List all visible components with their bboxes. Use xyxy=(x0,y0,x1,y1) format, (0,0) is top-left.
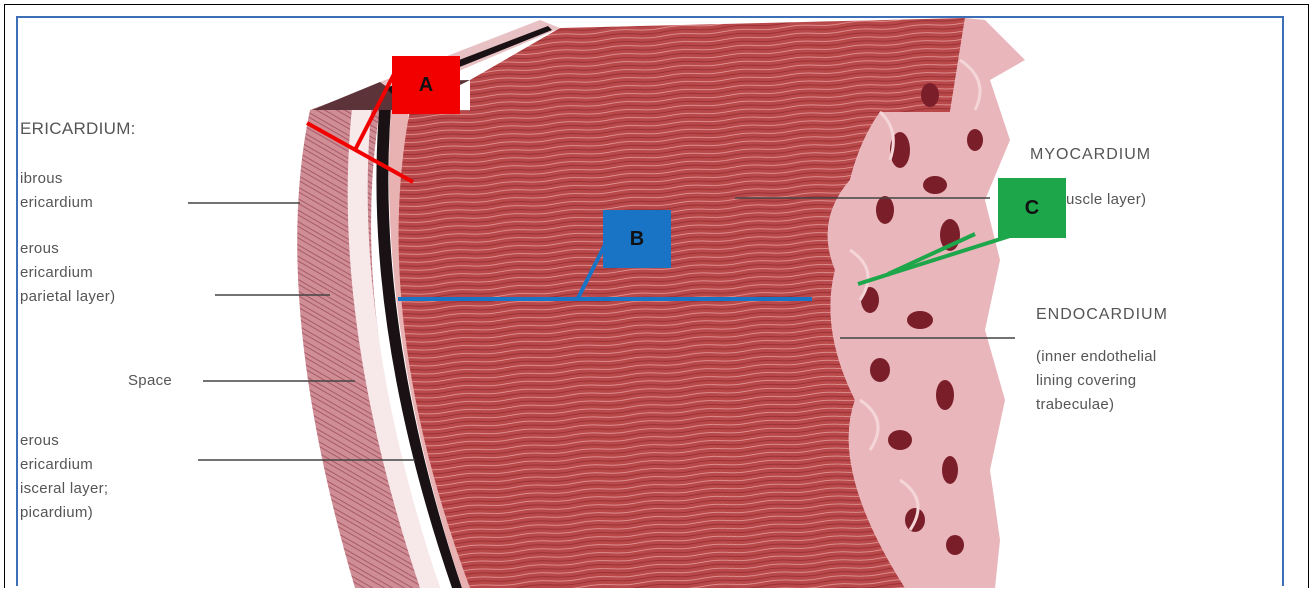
marker-c: C xyxy=(998,178,1066,238)
label-serous-parietal-line1: erous xyxy=(20,236,59,261)
label-serous-visceral-line3: isceral layer; xyxy=(20,476,108,501)
label-endocardium-sub-line1: (inner endothelial xyxy=(1036,344,1156,369)
label-serous-visceral-line4: picardium) xyxy=(20,500,93,525)
marker-a: A xyxy=(392,56,460,114)
label-endocardium: ENDOCARDIUM xyxy=(1036,302,1168,327)
label-endocardium-sub-line2: lining covering xyxy=(1036,368,1136,393)
label-fibrous-line2: ericardium xyxy=(20,190,93,215)
label-myocardium-sub: uscle layer) xyxy=(1066,187,1146,212)
label-space: Space xyxy=(128,368,172,393)
myocardium-body xyxy=(399,110,905,588)
marker-b: B xyxy=(603,210,671,268)
label-endocardium-sub-line3: trabeculae) xyxy=(1036,392,1114,417)
label-serous-parietal-line2: ericardium xyxy=(20,260,93,285)
label-myocardium: MYOCARDIUM xyxy=(1030,142,1151,167)
label-serous-visceral-line2: ericardium xyxy=(20,452,93,477)
label-serous-parietal-line3: parietal layer) xyxy=(20,284,115,309)
label-serous-visceral-line1: erous xyxy=(20,428,59,453)
label-fibrous-line1: ibrous xyxy=(20,166,63,191)
label-pericardium-heading: ERICARDIUM: xyxy=(20,116,136,141)
